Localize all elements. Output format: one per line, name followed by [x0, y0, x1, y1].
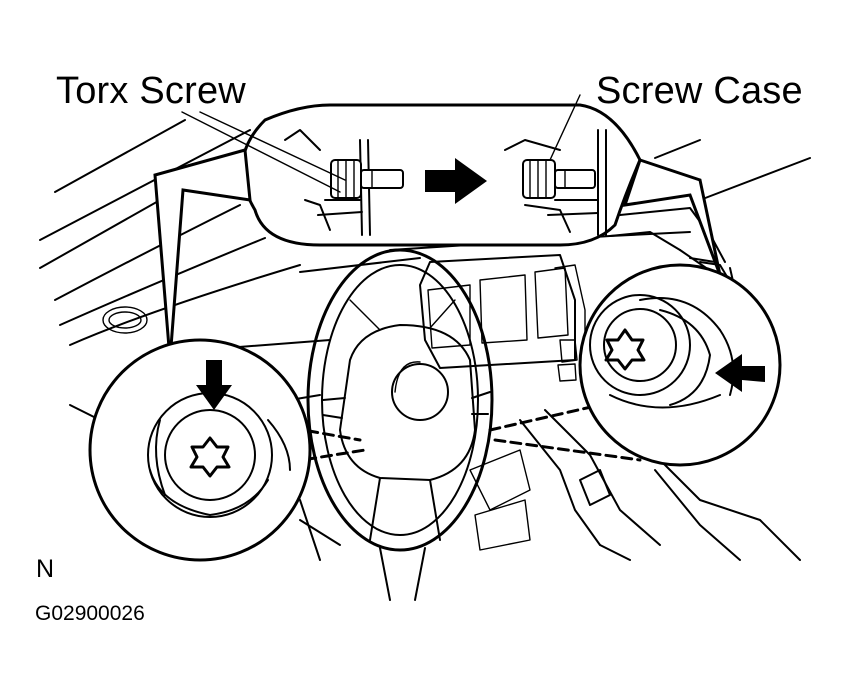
top-detail-bubble: [153, 103, 722, 361]
view-marker-label: N: [36, 555, 55, 583]
callout-lines: [181, 94, 581, 193]
screw-case-label: Screw Case: [596, 70, 803, 112]
figure-id-label: G02900026: [35, 602, 145, 625]
torx-screw-label: Torx Screw: [56, 70, 246, 112]
leader-lines: [288, 403, 642, 464]
steering-wheel: [306, 248, 494, 601]
right-magnified-view: [578, 263, 782, 467]
left-magnified-view: [88, 338, 312, 562]
